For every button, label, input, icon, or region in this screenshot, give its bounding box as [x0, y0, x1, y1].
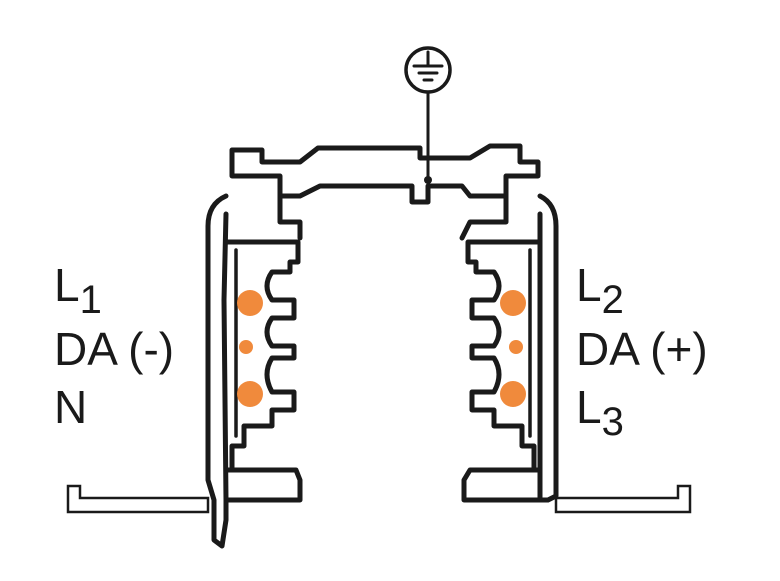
label-n: N	[54, 381, 88, 433]
conductor-l1	[237, 290, 263, 316]
ground-symbol-icon	[404, 46, 452, 94]
label-da-minus: DA (-)	[54, 323, 175, 375]
left-mounting-flange	[66, 484, 210, 514]
track-top-bridge	[229, 143, 541, 205]
right-outer-wall	[537, 193, 559, 503]
conductor-da-plus	[509, 340, 523, 354]
right-mounting-flange	[554, 484, 692, 514]
conductor-n	[237, 381, 263, 407]
left-bottom-foot	[223, 467, 303, 503]
conductor-l2	[500, 290, 526, 316]
right-conductor-housing	[465, 239, 543, 473]
left-conductor-housing	[223, 239, 301, 473]
conductor-l3	[500, 381, 526, 407]
label-l1: L1	[54, 259, 102, 322]
label-da-plus: DA (+)	[576, 323, 708, 375]
left-outer-wall	[205, 193, 229, 549]
conductor-group	[237, 290, 526, 407]
left-channel-top	[277, 193, 303, 241]
label-l2: L2	[576, 259, 624, 322]
label-l3: L3	[576, 381, 624, 444]
right-bottom-foot	[461, 467, 543, 503]
earth-contact-point	[424, 176, 432, 184]
conductor-da-minus	[239, 340, 253, 354]
right-channel-top	[459, 193, 509, 241]
